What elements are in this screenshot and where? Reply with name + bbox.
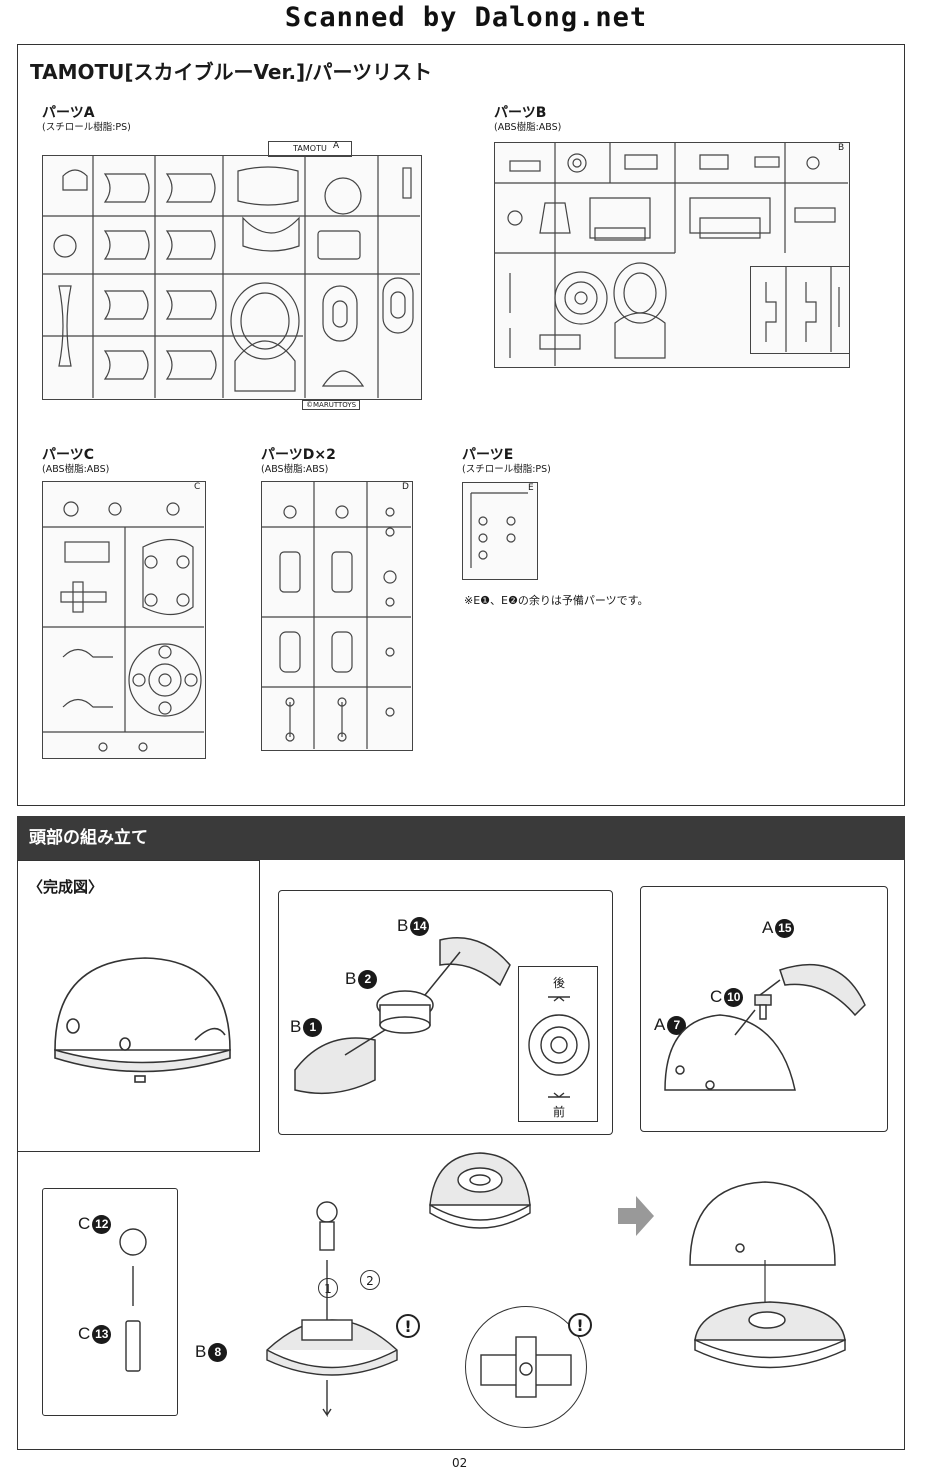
head-parts-exploded-illustration (285, 920, 525, 1120)
runner-e-letter: E (528, 483, 534, 493)
parts-list-title: TAMOTU[スカイブルーVer.]/パーツリスト (30, 60, 433, 84)
completed-head-illustration (45, 940, 240, 1100)
orientation-part-illustration (526, 995, 592, 1101)
runner-c-material: (ABS樹脂:ABS) (42, 464, 110, 475)
cover-parts-illustration (660, 940, 880, 1110)
completed-view-box (17, 860, 260, 1152)
base-assembly-illustration (262, 1200, 412, 1430)
scanner-watermark: Scanned by Dalong.net (284, 2, 648, 33)
pin-assembly-box (42, 1188, 178, 1416)
back-label: 後 (553, 976, 566, 990)
runner-d-letter: D (402, 482, 409, 492)
runner-a-maker: ©MARUTTOYS (302, 400, 361, 410)
step-two-marker: 2 (360, 1270, 380, 1290)
runner-e-label: パーツE (462, 447, 514, 463)
runner-a-material: (スチロール樹脂:PS) (42, 122, 131, 133)
parts-list-panel (17, 44, 905, 806)
warning-detail-icon: ! (568, 1313, 592, 1337)
completed-view-label: 〈完成図〉 (28, 878, 104, 896)
step-cover-box (640, 886, 888, 1132)
runner-a-tag: TAMOTU (268, 141, 352, 157)
runner-b-letter: B (838, 143, 845, 153)
runner-b-sub-frame (750, 266, 850, 354)
runner-e-frame (462, 482, 538, 580)
orientation-detail-box (518, 966, 598, 1122)
front-label: 前 (553, 1105, 566, 1119)
runner-d-frame (261, 481, 413, 751)
head-assembly-title: 頭部の組み立て (17, 816, 905, 860)
runner-b-label: パーツB (494, 105, 547, 121)
spare-parts-note: ※E❶、E❷の余りは予備パーツです。 (464, 594, 649, 607)
runner-a-frame (42, 155, 422, 400)
runner-c-letter: C (194, 482, 201, 492)
pin-parts-illustration (115, 1226, 155, 1396)
step-one-marker: 1 (318, 1278, 338, 1298)
assembled-base-illustration (425, 1150, 535, 1235)
runner-a-letter: A (333, 141, 340, 151)
page-number: 02 (452, 1456, 468, 1470)
runner-a-label: パーツA (42, 105, 95, 121)
runner-d-label: パーツD×2 (261, 447, 336, 463)
runner-e-material: (スチロール樹脂:PS) (462, 464, 551, 475)
runner-c-frame (42, 481, 206, 759)
next-step-arrow-icon (618, 1196, 654, 1236)
runner-d-material: (ABS樹脂:ABS) (261, 464, 329, 475)
warning-detail-circle (465, 1306, 587, 1428)
final-assembly-illustration (685, 1170, 875, 1380)
runner-c-label: パーツC (42, 447, 94, 463)
runner-b-material: (ABS樹脂:ABS) (494, 122, 562, 133)
step-head-inner-box (278, 890, 613, 1135)
warning-icon: ! (396, 1314, 420, 1338)
